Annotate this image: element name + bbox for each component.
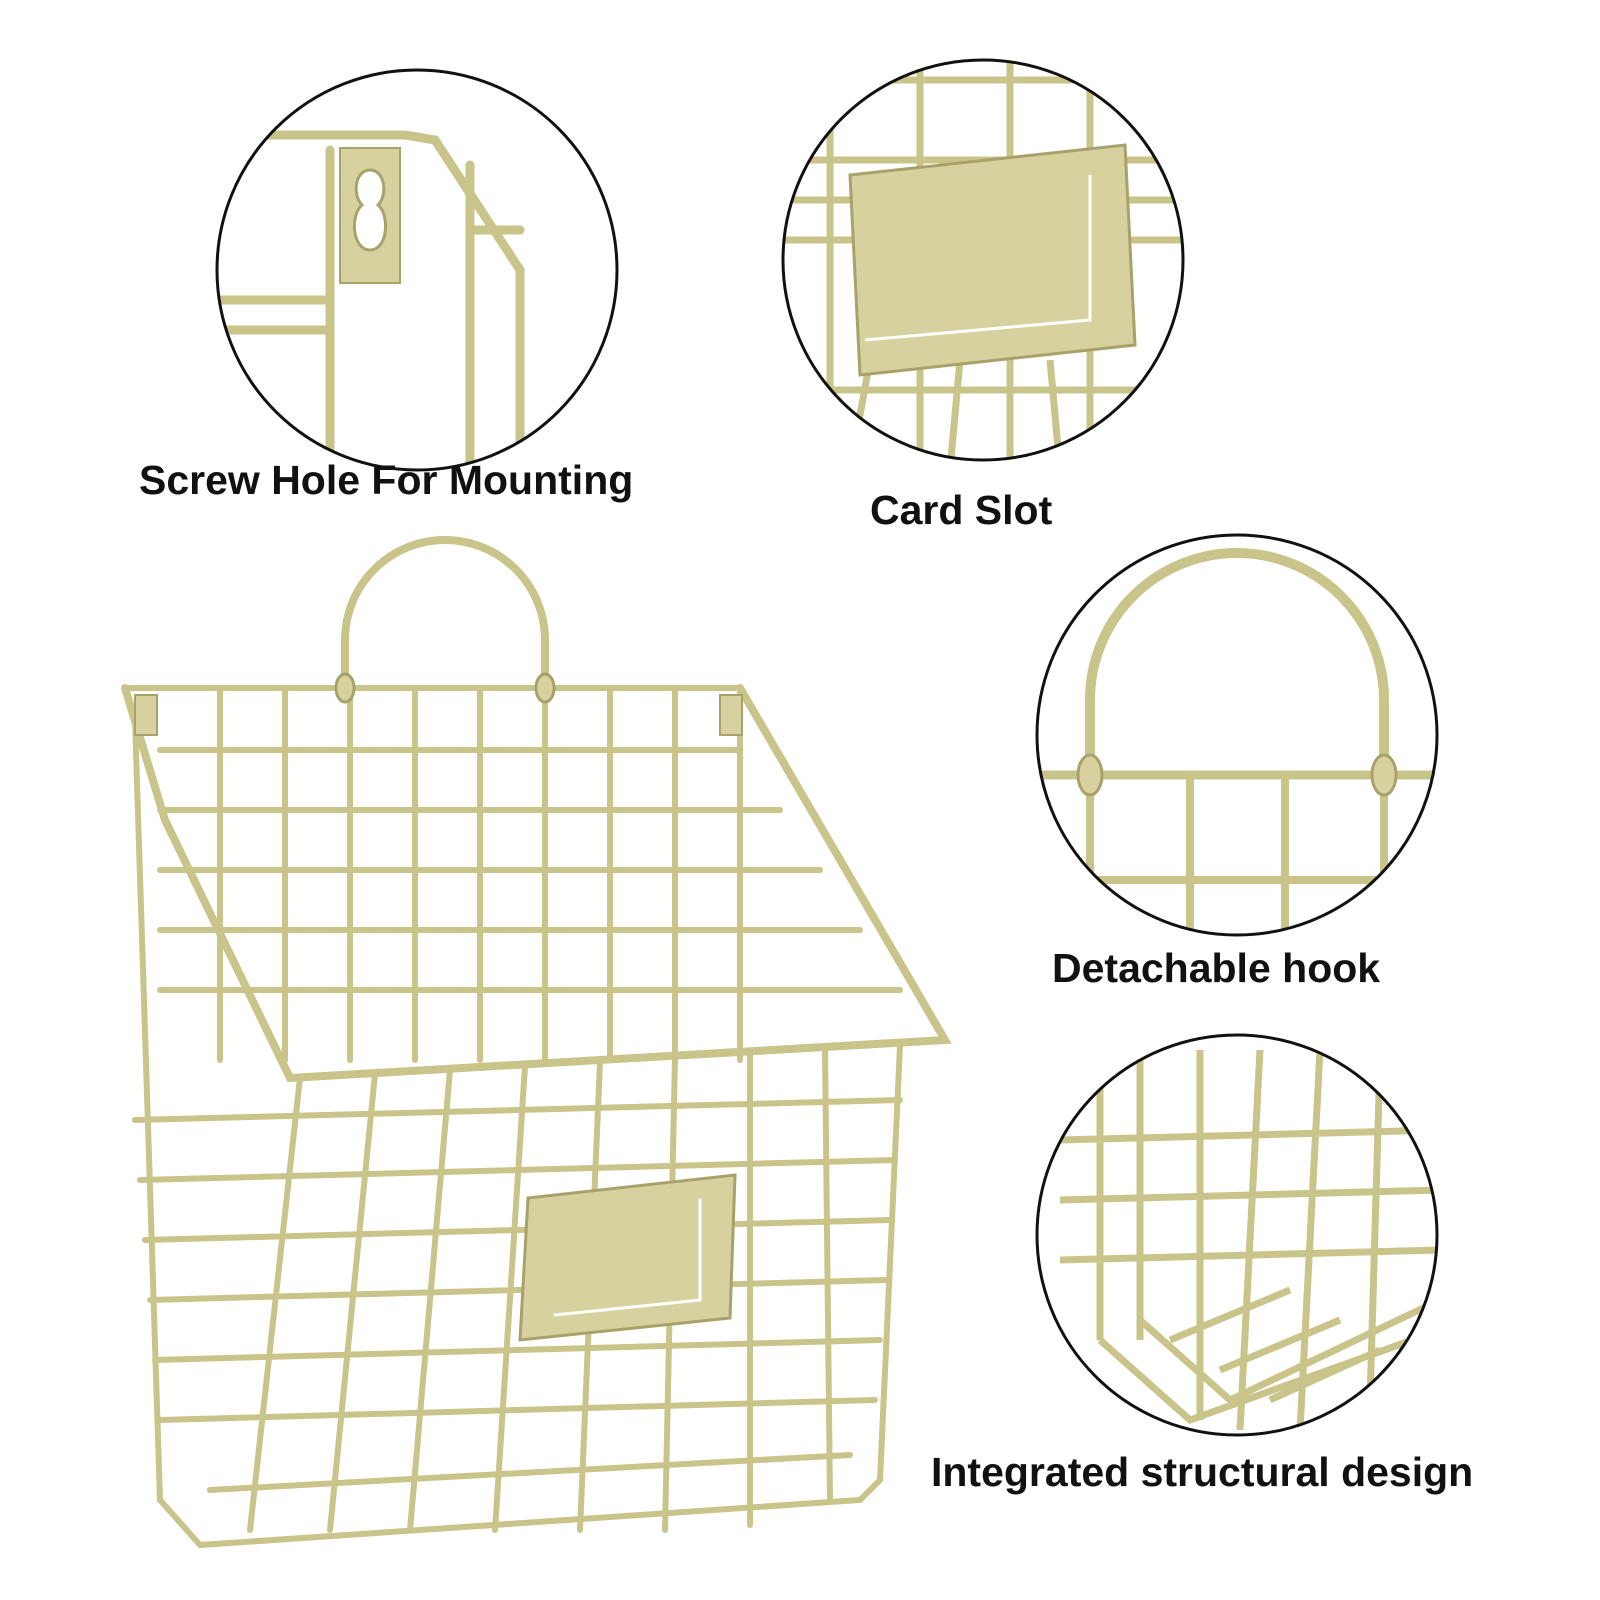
caption-detachable-hook: Detachable hook bbox=[1052, 945, 1381, 991]
caption-structural-design: Integrated structural design bbox=[931, 1449, 1474, 1495]
caption-screw-hole: Screw Hole For Mounting bbox=[139, 457, 634, 503]
wire-basket bbox=[121, 536, 952, 1549]
detail-circle-card-slot bbox=[781, 58, 1185, 462]
detail-circle-structure bbox=[1035, 1033, 1439, 1437]
detail-circle-hook bbox=[1035, 533, 1439, 937]
detail-circle-screw-hole bbox=[215, 68, 619, 472]
caption-card-slot: Card Slot bbox=[870, 487, 1053, 533]
